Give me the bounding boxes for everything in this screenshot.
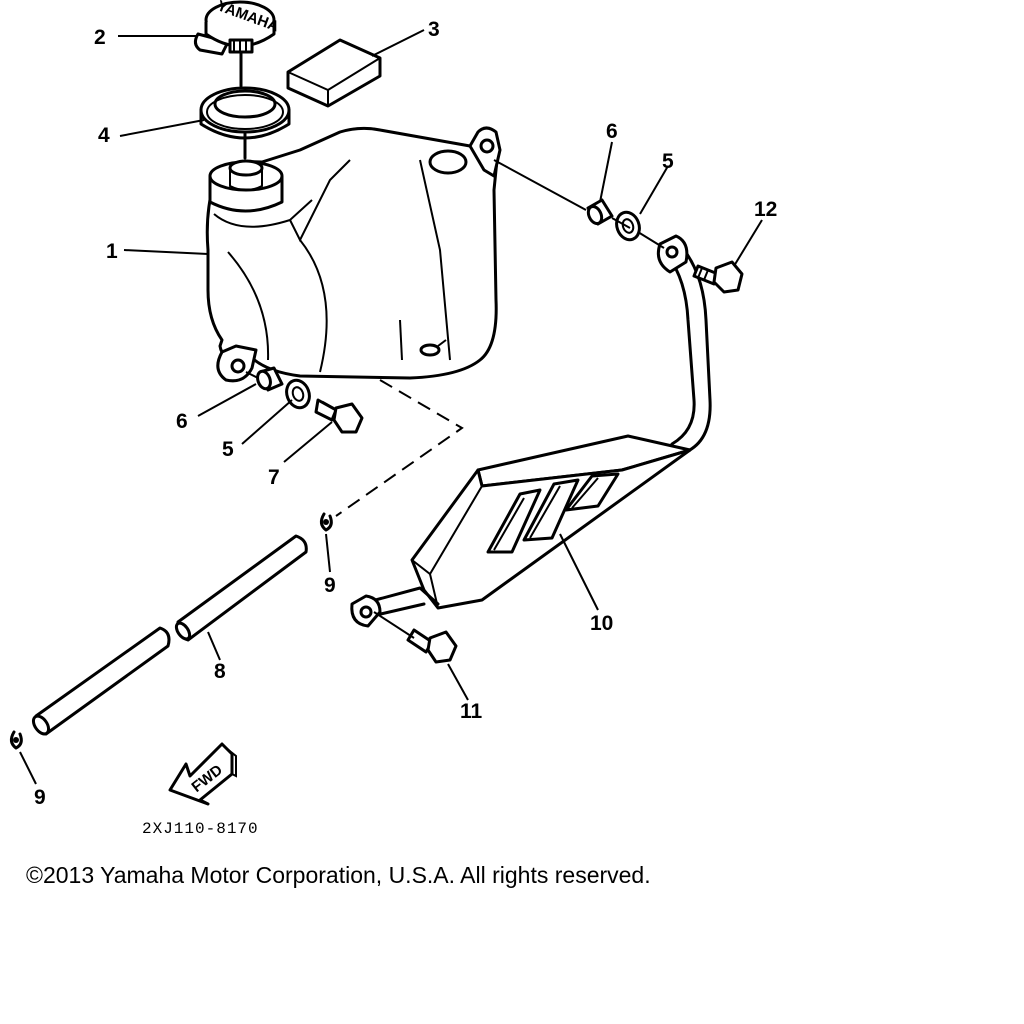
leader-lines: [19, 29, 763, 785]
copyright-notice: ©2013 Yamaha Motor Corporation, U.S.A. A…: [26, 862, 651, 888]
callout-10: 10: [590, 612, 613, 635]
callout-8: 8: [214, 660, 226, 683]
hose-clip-lower: [9, 730, 23, 750]
callout-2: 2: [94, 26, 106, 49]
callout-1: 1: [106, 240, 118, 263]
bolt-lower: [314, 398, 364, 434]
hose-clip-upper: [319, 512, 333, 532]
drawing-code: 2XJ110-8170: [142, 820, 259, 838]
callout-6-lower: 6: [176, 410, 188, 433]
pad: [286, 38, 382, 108]
callout-5-upper: 5: [662, 150, 674, 173]
filler-cap: YAMAHA: [193, 0, 281, 88]
callout-7: 7: [268, 466, 280, 489]
callout-9-upper: 9: [324, 574, 336, 597]
fuel-hose: [31, 534, 308, 736]
seal-ring: [199, 86, 291, 160]
callout-12: 11: [460, 700, 483, 723]
collar-upper: [586, 198, 614, 226]
callout-9-lower: 9: [34, 786, 46, 809]
tank-bracket: [350, 234, 712, 628]
callout-3: 3: [428, 18, 440, 41]
bolt-12: [406, 628, 458, 664]
callout-11: 12: [754, 198, 777, 221]
grommet-lower: [285, 378, 311, 410]
callout-4: 4: [98, 124, 110, 147]
callout-numbers: 2 3 4 1 6 5 7 6 5 12 10 11 8 9 9: [34, 18, 777, 809]
bolt-11: [692, 260, 744, 294]
fwd-arrow: FWD: [168, 742, 237, 806]
fuel-tank: [205, 126, 502, 383]
collar-lower: [256, 366, 284, 392]
callout-6-upper: 6: [606, 120, 618, 143]
callout-5-lower: 5: [222, 438, 234, 461]
assembly-lines: [245, 159, 665, 639]
